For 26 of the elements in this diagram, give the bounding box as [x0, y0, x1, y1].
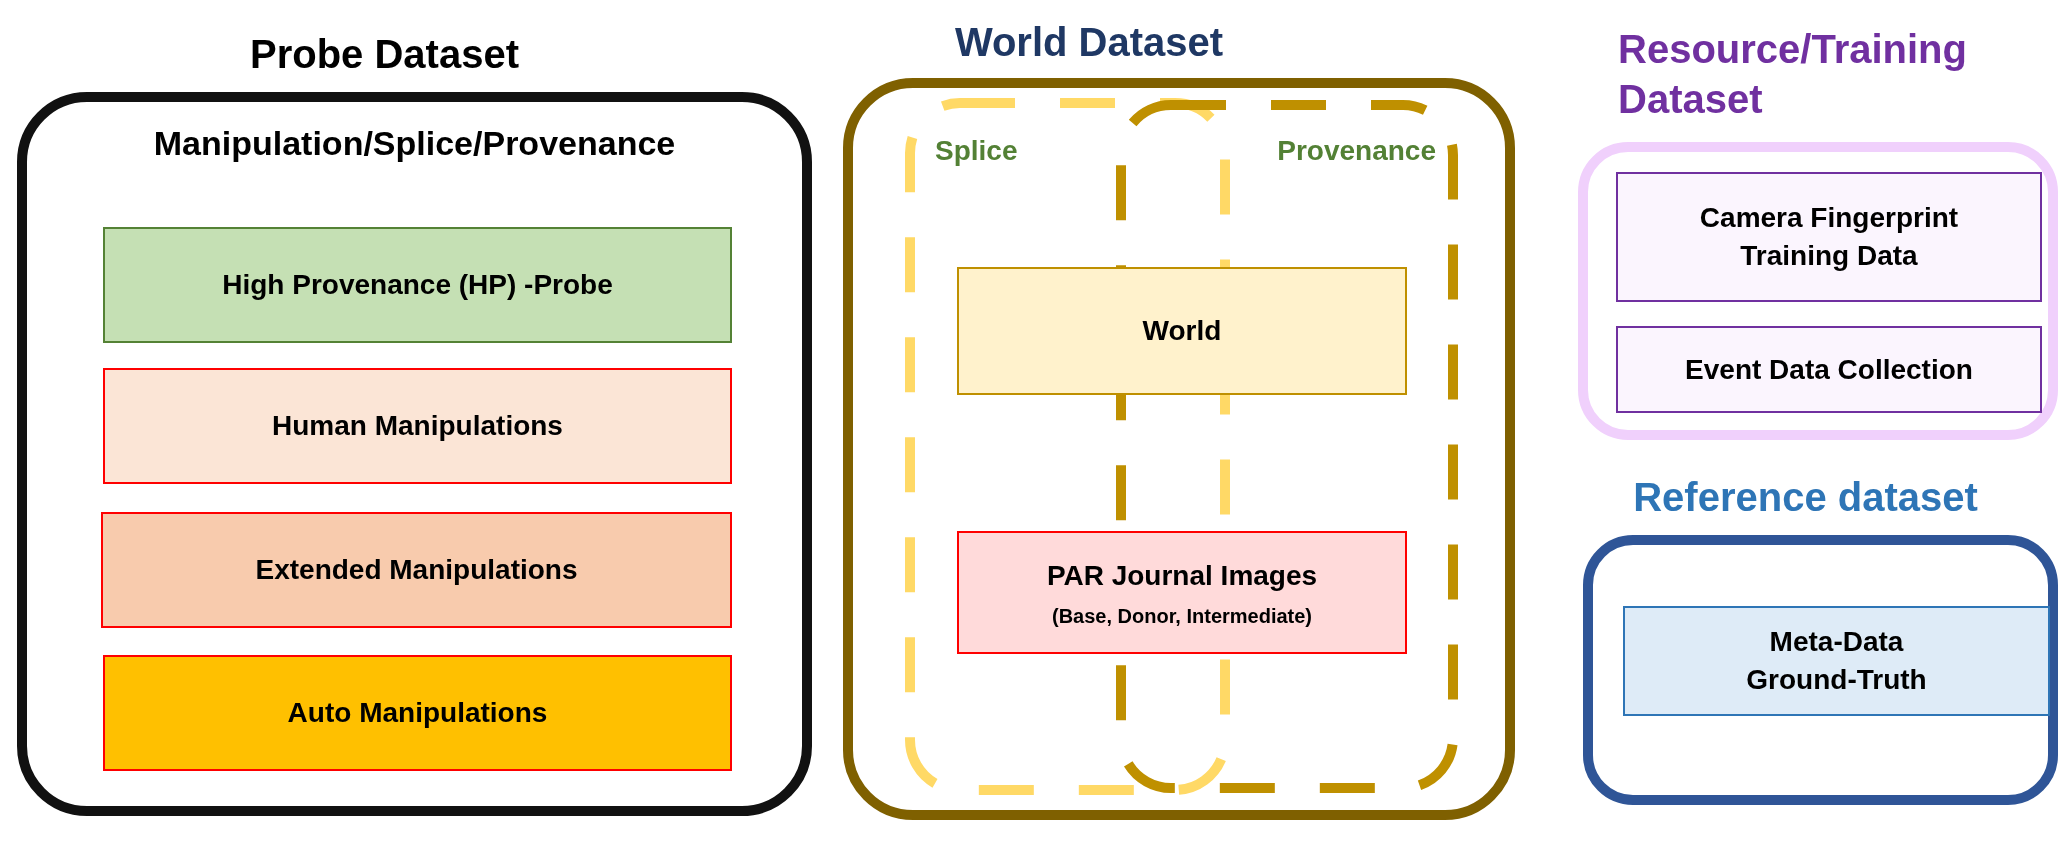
category-box [101, 512, 732, 628]
panel-title: Resource/Training Dataset [1618, 26, 1968, 123]
box-label: Human Manipulations [272, 409, 563, 443]
panel-title: World Dataset [953, 19, 1225, 66]
category-box [957, 531, 1407, 654]
box-label: Meta-Data Ground-Truth [1745, 625, 1928, 697]
category-box [103, 227, 732, 343]
category-box [1616, 172, 2042, 302]
box-label: Extended Manipulations [255, 553, 578, 587]
box-label: Auto Manipulations [287, 696, 548, 730]
category-box [103, 368, 732, 484]
box-sublabel: (Base, Donor, Intermediate) [1051, 603, 1313, 629]
category-box [957, 267, 1407, 395]
category-box [1616, 326, 2042, 413]
box-label: Camera Fingerprint Training Data [1698, 201, 1960, 273]
category-box [1623, 606, 2050, 716]
panel-heading: Manipulation/Splice/Provenance [152, 123, 677, 164]
box-label: High Provenance (HP) -Probe [222, 268, 613, 302]
panel-title: Probe Dataset [249, 31, 520, 78]
category-box [103, 655, 732, 771]
box-label: World [1142, 314, 1222, 348]
panel-title: Reference dataset [1632, 474, 1979, 521]
box-label: PAR Journal Images [1046, 558, 1318, 593]
region-label: Splice [935, 134, 1018, 168]
region-label: Provenance [1277, 134, 1436, 168]
box-label: Event Data Collection [1685, 352, 1973, 387]
